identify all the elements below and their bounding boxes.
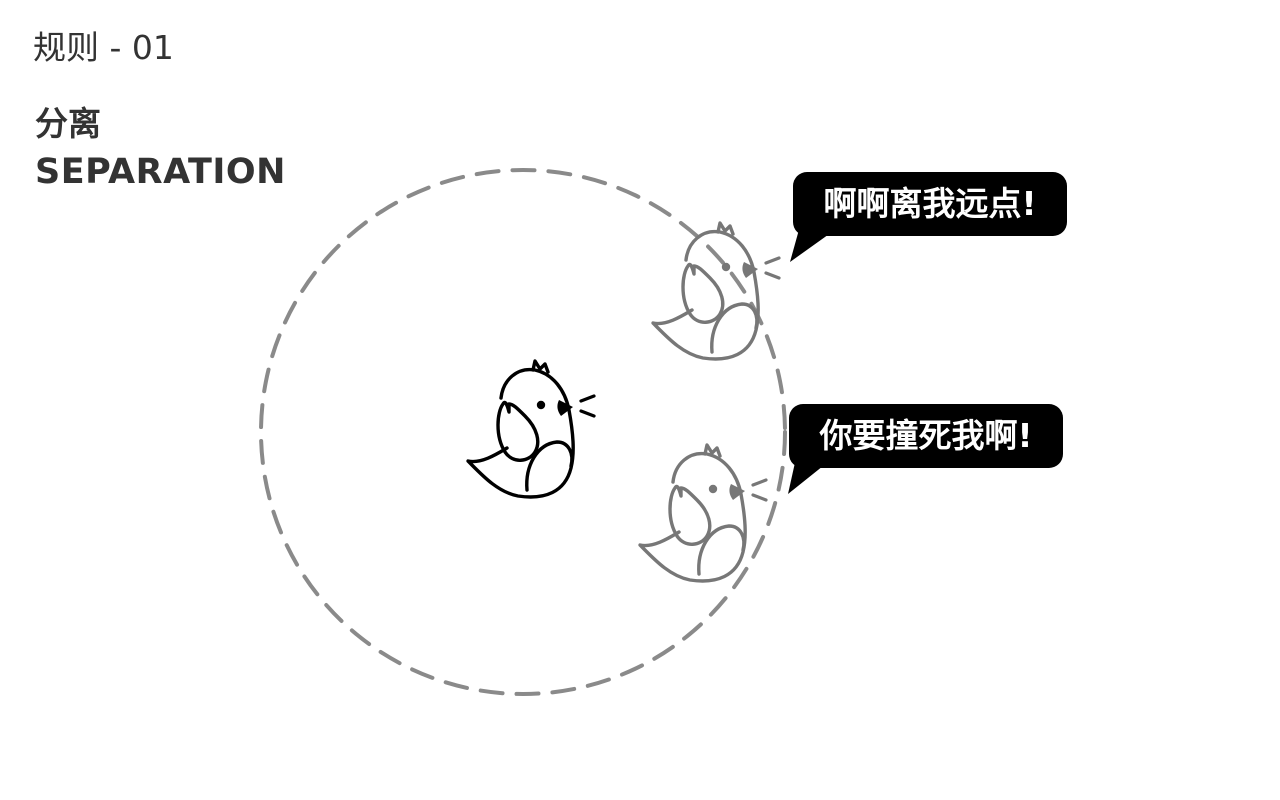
- rule-label: 规则 - 01: [33, 28, 174, 67]
- neighbor-bird-top: [651, 221, 781, 361]
- title-block: 分离 SEPARATION: [35, 102, 286, 198]
- neighbor-bird-bottom: [638, 443, 768, 583]
- speech-bubble-top: 啊啊离我远点!: [793, 172, 1067, 236]
- separation-radius-circle: [259, 168, 787, 696]
- title-chinese: 分离: [35, 104, 101, 143]
- main-bird: [466, 359, 596, 499]
- speech-bubble-bottom: 你要撞死我啊!: [789, 404, 1063, 468]
- title-english: SEPARATION: [35, 152, 286, 192]
